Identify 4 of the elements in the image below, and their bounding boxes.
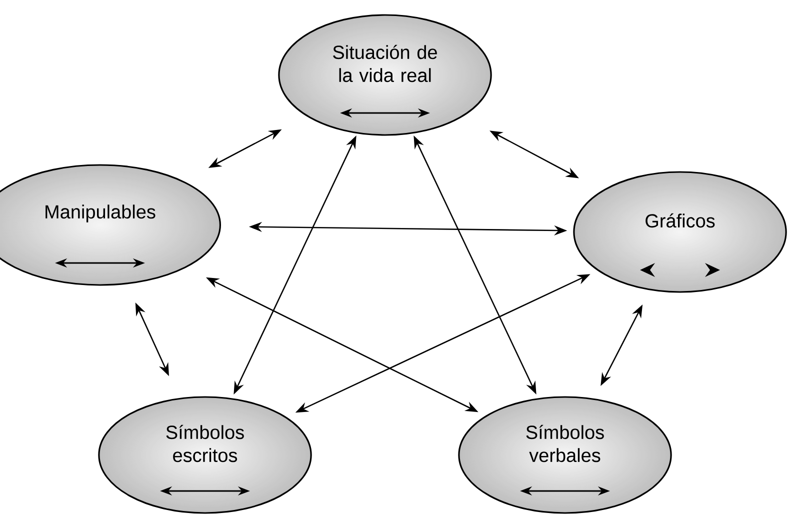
ellipse-node: Gráficos	[573, 171, 787, 293]
ellipse-node: Situación de la vida real	[278, 14, 492, 136]
ellipse-node: Símbolos escritos	[98, 396, 312, 514]
ellipse-node: Símbolos verbales	[458, 396, 672, 514]
